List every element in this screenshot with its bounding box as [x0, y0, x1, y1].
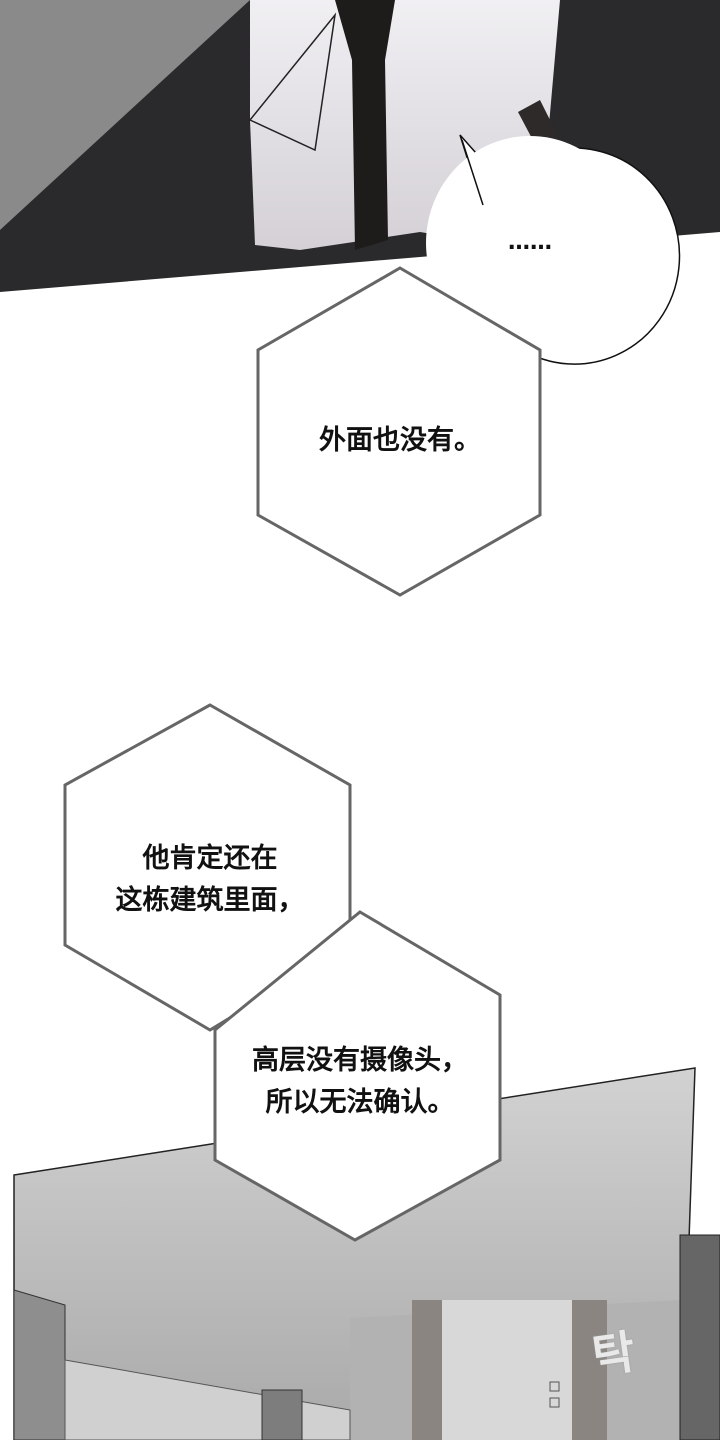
hexagon-2-text: 他肯定还在 这栋建筑里面，	[60, 838, 360, 922]
ellipsis-dialogue: ……	[508, 230, 552, 255]
hexagon-bubbles	[256, 266, 542, 597]
dialogue-line: 这栋建筑里面，	[115, 885, 305, 916]
dialogue-line: 高层没有摄像头，	[252, 1045, 468, 1076]
tie	[335, 0, 395, 250]
speech-bubble	[426, 134, 681, 365]
hexagon-1-text: 外面也没有。	[319, 425, 481, 456]
hexagon-3	[213, 910, 502, 1242]
hexagon-1	[256, 266, 542, 597]
dialogue-line: 所以无法确认。	[265, 1087, 455, 1118]
dialogue-line: 他肯定还在	[142, 843, 278, 874]
hexagon-2	[63, 703, 352, 1032]
sound-effect: 탁	[588, 1324, 639, 1384]
hexagon-3-text: 高层没有摄像头， 所以无法确认。	[210, 1040, 510, 1124]
background-wall	[0, 0, 250, 230]
bottom-panel-hallway	[13, 1067, 720, 1440]
